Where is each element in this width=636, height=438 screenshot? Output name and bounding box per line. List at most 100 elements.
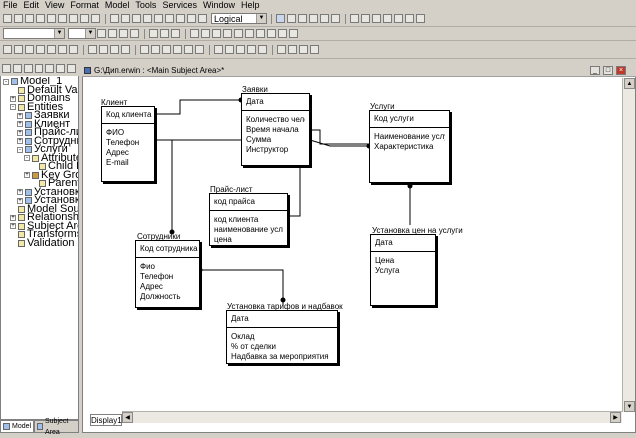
layout-tree-icon[interactable] — [99, 45, 108, 54]
explorer-home-icon[interactable] — [2, 64, 11, 73]
menu-help[interactable]: Help — [240, 0, 260, 10]
delete-icon[interactable] — [256, 29, 265, 38]
expand-icon[interactable]: + — [10, 95, 16, 102]
group-icon[interactable] — [299, 45, 308, 54]
space-vert-icon[interactable] — [225, 45, 234, 54]
tree-item[interactable]: +Установка цен — [17, 195, 78, 206]
tree-item[interactable]: +Сотрудники — [17, 135, 78, 146]
expand-icon[interactable]: + — [17, 112, 23, 119]
horizontal-scrollbar[interactable]: ◀ ▶ — [122, 411, 622, 423]
rel-orth-icon[interactable] — [234, 29, 243, 38]
relationship-line[interactable] — [155, 99, 241, 115]
tree-item[interactable]: -Услуги — [17, 144, 68, 155]
tab-display1[interactable]: Display1 — [90, 414, 122, 426]
rel-straight-icon[interactable] — [245, 29, 254, 38]
chevron-down-icon[interactable]: ▼ — [85, 29, 95, 38]
copy-icon[interactable] — [58, 14, 67, 23]
compare-icon[interactable] — [25, 45, 34, 54]
relationship-line[interactable] — [310, 129, 369, 145]
pen-tool-icon[interactable] — [394, 14, 403, 23]
explorer-rel-icon[interactable] — [34, 64, 44, 73]
underline-icon[interactable] — [119, 29, 128, 38]
relationship-line[interactable] — [155, 139, 173, 232]
font-size-select[interactable]: ▼ — [68, 28, 96, 39]
text-tool-icon[interactable] — [416, 14, 425, 23]
tree-item[interactable]: Child Relatio — [31, 161, 78, 172]
report-icon[interactable] — [3, 45, 12, 54]
open-icon[interactable] — [14, 14, 23, 23]
help-icon[interactable] — [69, 45, 78, 54]
menu-model[interactable]: Model — [104, 0, 130, 10]
line-color-icon[interactable] — [171, 29, 180, 38]
attribute-level-icon[interactable] — [165, 14, 174, 23]
view-mode-select[interactable]: Logical▼ — [211, 13, 267, 24]
expand-icon[interactable]: + — [17, 197, 23, 204]
scroll-left-icon[interactable]: ◀ — [122, 412, 133, 423]
forward-engineer-icon[interactable] — [36, 45, 45, 54]
entity-usttar[interactable]: Дата Оклад % от сделки Надбавка за мероп… — [226, 310, 338, 364]
align-center-edge-icon[interactable] — [184, 45, 193, 54]
tree-item[interactable]: +Domains — [10, 93, 70, 104]
minimize-button[interactable]: _ — [590, 66, 600, 75]
expand-icon[interactable]: + — [10, 223, 16, 229]
select-tool-icon[interactable] — [276, 14, 285, 23]
cut-icon[interactable] — [47, 14, 56, 23]
identifying-rel-icon[interactable] — [309, 14, 318, 23]
explorer-sort-icon[interactable] — [45, 64, 55, 73]
complete-compare-icon[interactable] — [58, 45, 67, 54]
expand-icon[interactable]: + — [10, 214, 16, 221]
rel-style-icon[interactable] — [223, 29, 232, 38]
align-left-edge-icon[interactable] — [173, 45, 182, 54]
align-right-edge-icon[interactable] — [195, 45, 204, 54]
properties-icon[interactable] — [267, 29, 276, 38]
tab-subject-area[interactable]: Subject Area — [34, 418, 79, 436]
tree-item[interactable]: Validation Rules — [10, 237, 78, 248]
entity-level-icon[interactable] — [154, 14, 163, 23]
maximize-button[interactable]: □ — [603, 66, 613, 75]
non-identifying-rel-icon[interactable] — [331, 14, 340, 23]
same-width-icon[interactable] — [236, 45, 245, 54]
bring-front-icon[interactable] — [277, 45, 286, 54]
tree-item[interactable]: +Key Groups — [24, 169, 78, 180]
same-size-icon[interactable] — [258, 45, 267, 54]
save-icon[interactable] — [25, 14, 34, 23]
collapse-icon[interactable]: - — [10, 104, 16, 110]
expand-icon[interactable]: + — [24, 172, 30, 178]
space-horiz-icon[interactable] — [214, 45, 223, 54]
arrow-tool-icon[interactable] — [405, 14, 414, 23]
rounded-rect-tool-icon[interactable] — [372, 14, 381, 23]
relationship-line[interactable] — [200, 269, 284, 305]
same-height-icon[interactable] — [247, 45, 256, 54]
zoom-in-icon[interactable] — [110, 14, 119, 23]
collapse-icon[interactable]: - — [17, 146, 23, 153]
collapse-icon[interactable]: - — [3, 78, 9, 85]
layout-hier-icon[interactable] — [110, 45, 119, 54]
new-icon[interactable] — [3, 14, 12, 23]
zoom-fit-icon[interactable] — [132, 14, 141, 23]
menu-view[interactable]: View — [45, 0, 65, 10]
tree-item[interactable]: -Model_1 — [3, 77, 62, 87]
align-bottom-icon[interactable] — [162, 45, 171, 54]
tree-item[interactable]: Default Values — [10, 84, 78, 95]
rectangle-tool-icon[interactable] — [350, 14, 359, 23]
scroll-right-icon[interactable]: ▶ — [610, 412, 621, 423]
scroll-up-icon[interactable]: ▲ — [624, 78, 635, 89]
bold-icon[interactable] — [97, 29, 106, 38]
entity-price[interactable]: код прайса код клиента наименование услу… — [209, 193, 288, 246]
menu-file[interactable]: File — [3, 0, 18, 10]
layout-icon[interactable] — [88, 45, 97, 54]
menu-window[interactable]: Window — [202, 0, 235, 10]
fill-color-icon[interactable] — [160, 29, 169, 38]
layout-grid-icon[interactable] — [121, 45, 130, 54]
many-to-many-rel-icon[interactable] — [320, 14, 329, 23]
menu-format[interactable]: Format — [70, 0, 99, 10]
paste-icon[interactable] — [69, 14, 78, 23]
collapse-icon[interactable]: - — [24, 155, 30, 161]
tree-item[interactable]: +Установка тари — [17, 186, 78, 197]
menu-services[interactable]: Services — [162, 0, 197, 10]
zoom-out-icon[interactable] — [121, 14, 130, 23]
tree-item[interactable]: Transforms — [10, 229, 78, 240]
print-icon[interactable] — [36, 14, 45, 23]
entity-ustcen[interactable]: Дата Цена Услуга — [370, 234, 436, 306]
align-right-icon[interactable] — [212, 29, 221, 38]
